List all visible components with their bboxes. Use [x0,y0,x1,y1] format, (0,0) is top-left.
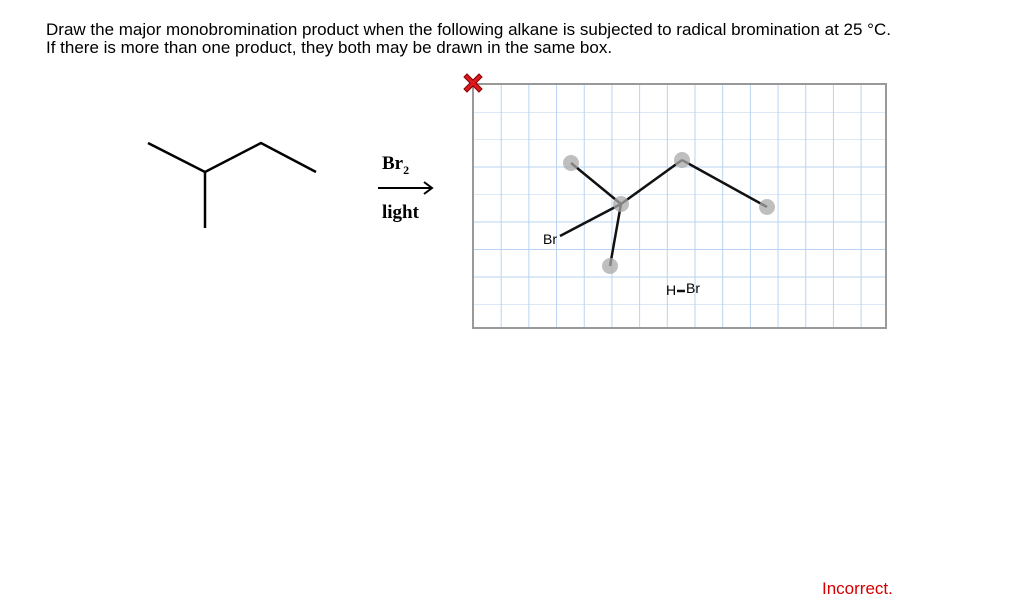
red-x-icon[interactable] [460,70,486,96]
br-atom-label: Br [543,231,557,247]
reagent-label: Br2 [382,153,410,177]
reactant-skeleton [147,141,317,174]
question-line-1: Draw the major monobromination product w… [46,20,891,39]
hbr-h-label: H [666,282,677,298]
arrow-head [423,181,434,195]
hbr-br-label: Br [686,280,700,296]
question-text: Draw the major monobromination product w… [46,21,891,57]
drawing-canvas[interactable] [472,83,887,329]
status-message: Incorrect. [822,579,893,598]
condition-label: light [382,202,419,223]
question-line-2: If there is more than one product, they … [46,38,613,57]
